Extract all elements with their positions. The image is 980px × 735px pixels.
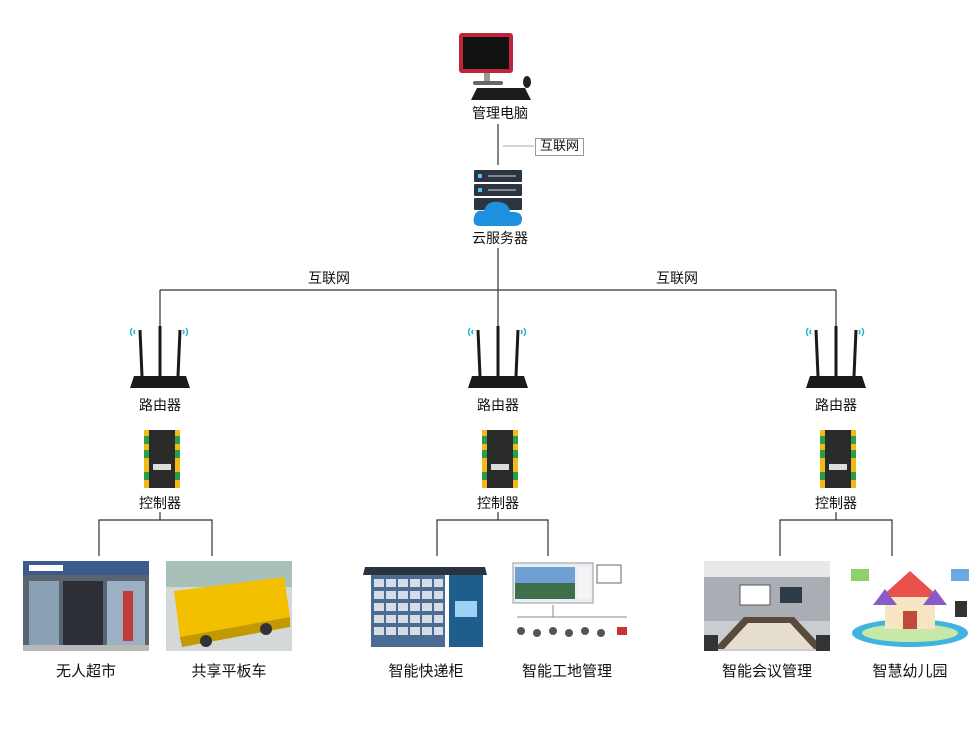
cloud-server-icon bbox=[473, 170, 522, 226]
flat-cart-image bbox=[166, 561, 292, 651]
parcel-locker-image bbox=[363, 561, 489, 651]
controller-label-3: 控制器 bbox=[815, 496, 857, 512]
unmanned-store-image bbox=[23, 561, 149, 651]
app-label-meeting-management: 智能会议管理 bbox=[721, 662, 813, 680]
app-label-site-management: 智能工地管理 bbox=[521, 662, 613, 680]
site-management-image bbox=[507, 561, 633, 651]
app-label-parcel-locker: 智能快递柜 bbox=[388, 662, 464, 680]
wifi-router-icon bbox=[467, 326, 528, 388]
router-label-3: 路由器 bbox=[815, 398, 857, 414]
internet-tag-top: 互联网 bbox=[535, 138, 585, 156]
controller-box-icon bbox=[820, 430, 856, 488]
pc-label: 管理电脑 bbox=[472, 106, 528, 122]
router-label-2: 路由器 bbox=[477, 398, 519, 414]
cloud-server-label: 云服务器 bbox=[472, 231, 528, 247]
internet-label-right: 互联网 bbox=[656, 271, 698, 287]
controller-label-2: 控制器 bbox=[477, 496, 519, 512]
meeting-room-image bbox=[704, 561, 830, 651]
app-label-unmanned-store: 无人超市 bbox=[55, 662, 117, 680]
desktop-computer-icon bbox=[459, 33, 531, 100]
wifi-router-icon bbox=[129, 326, 190, 388]
internet-label-left: 互联网 bbox=[308, 271, 350, 287]
kindergarten-image bbox=[847, 561, 973, 651]
app-label-flat-cart: 共享平板车 bbox=[191, 662, 267, 680]
controller-label-1: 控制器 bbox=[139, 496, 181, 512]
controller-box-icon bbox=[482, 430, 518, 488]
router-label-1: 路由器 bbox=[139, 398, 181, 414]
controller-box-icon bbox=[144, 430, 180, 488]
app-label-kindergarten: 智慧幼儿园 bbox=[872, 662, 948, 680]
wifi-router-icon bbox=[805, 326, 866, 388]
